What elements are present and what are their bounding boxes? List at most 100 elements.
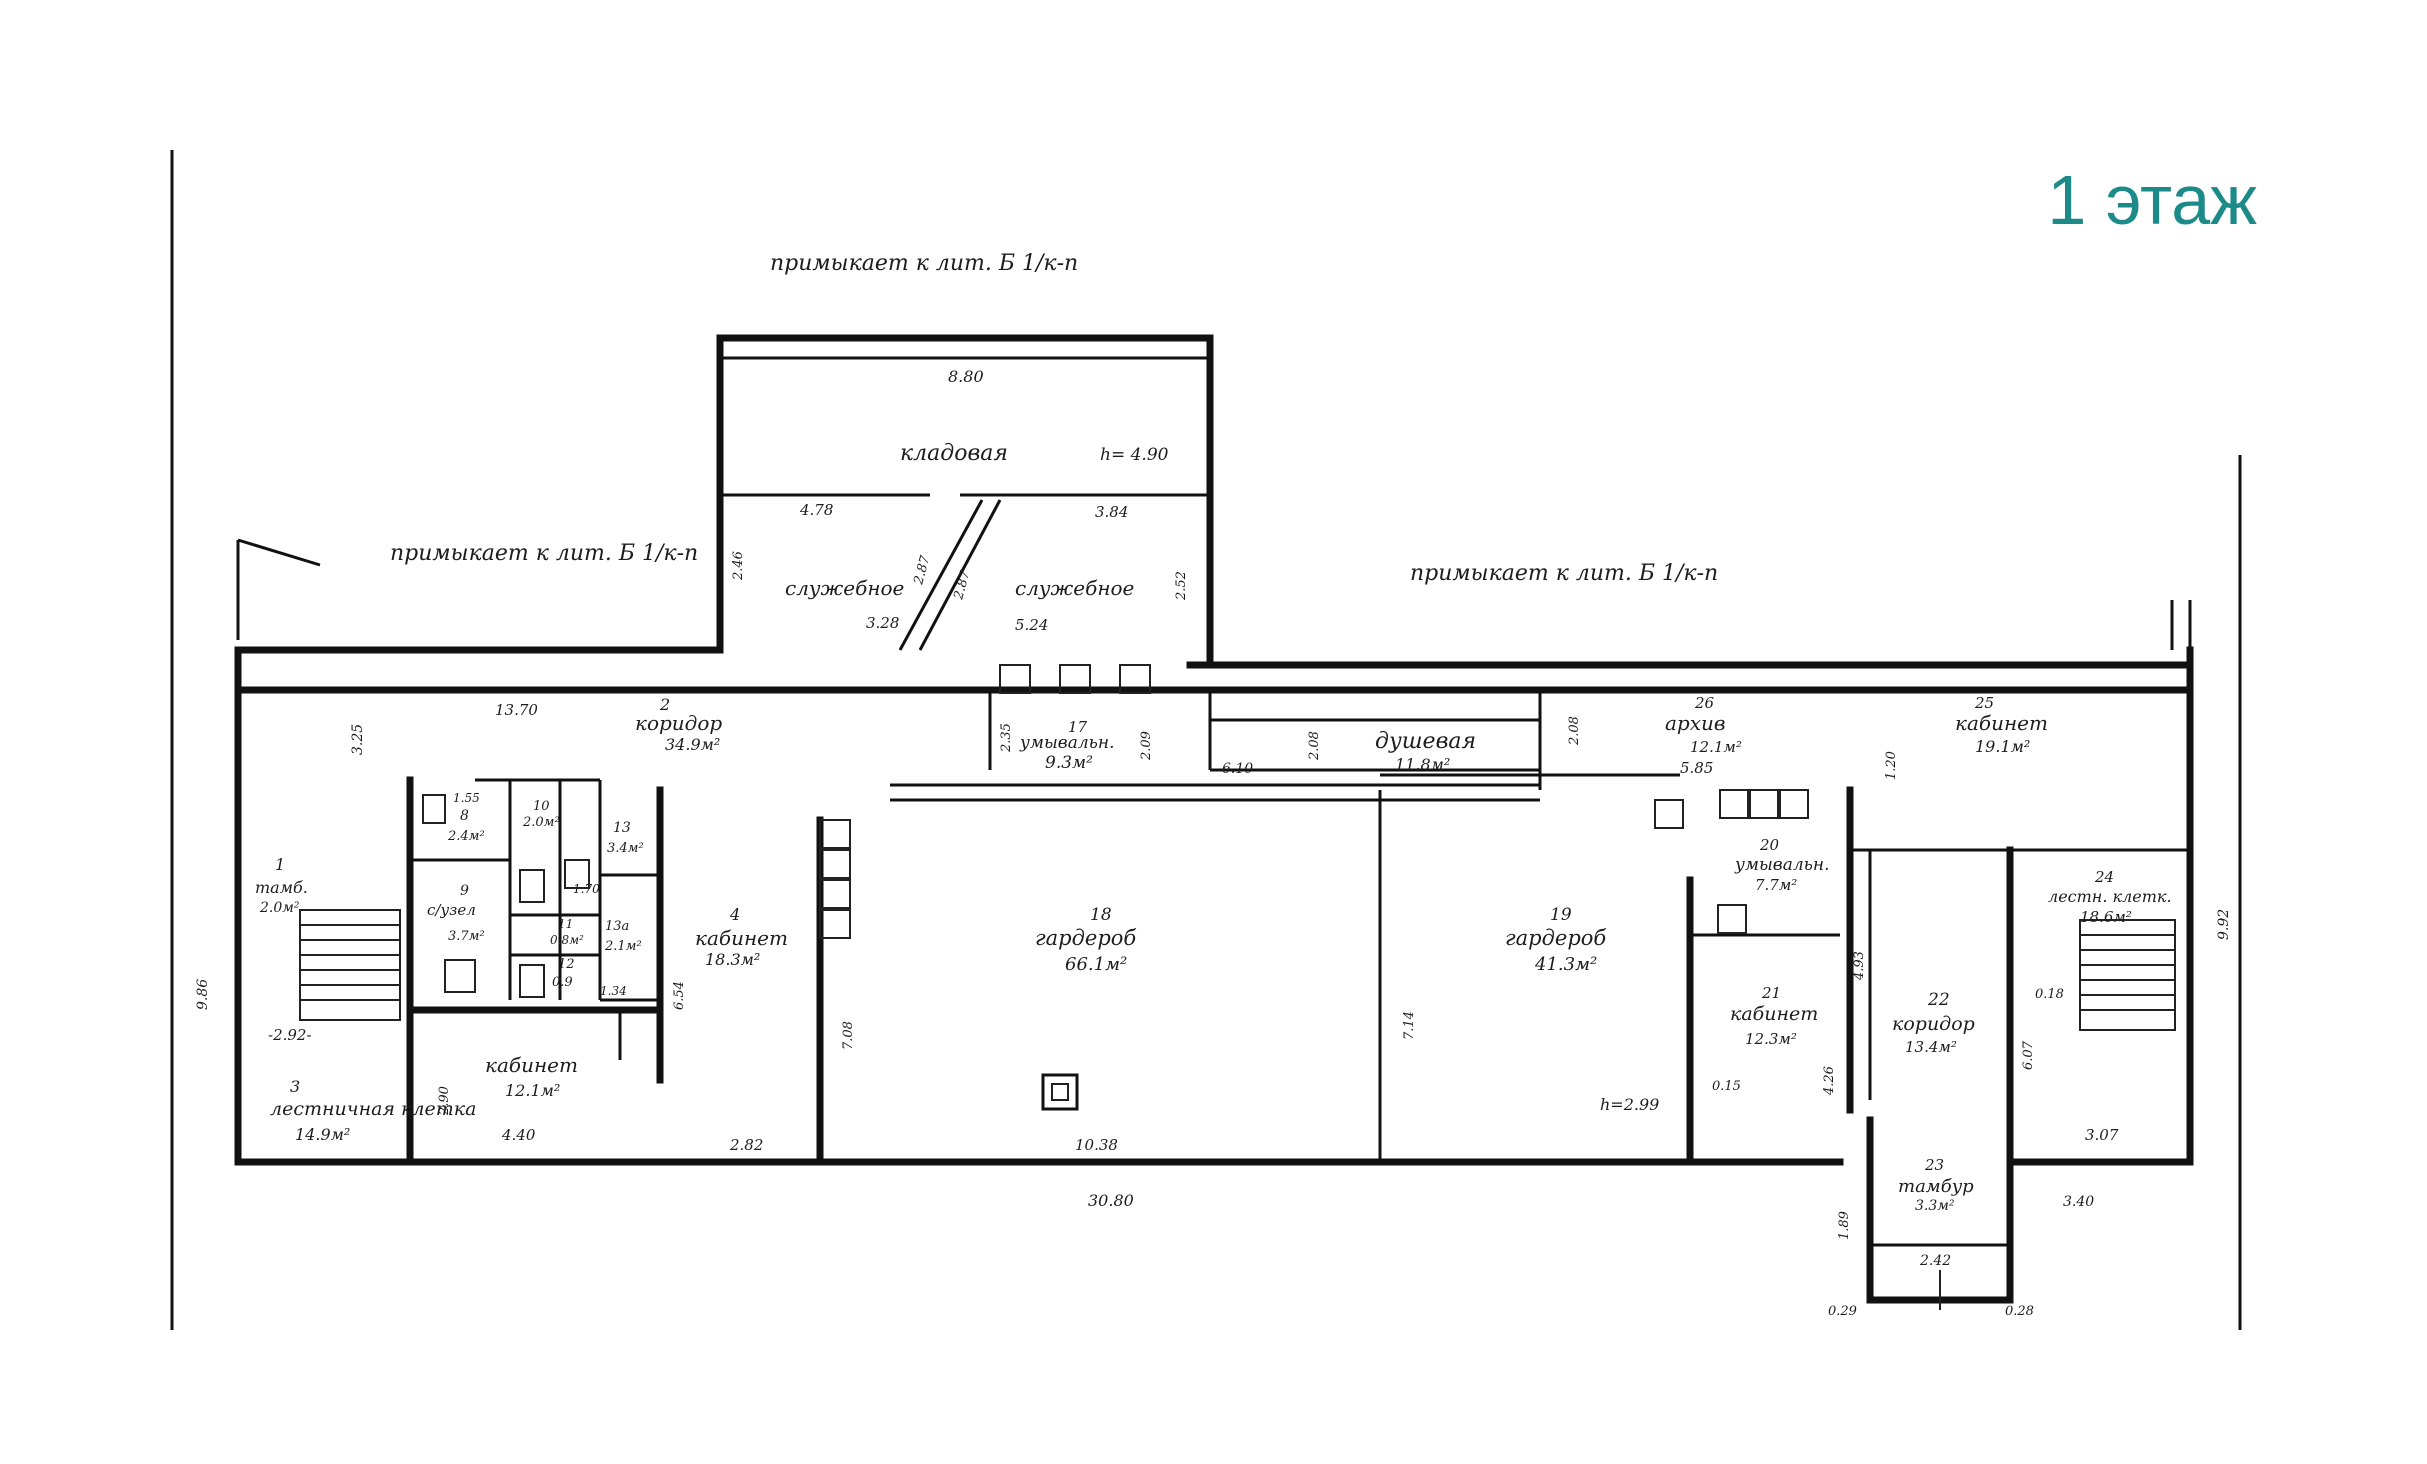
dim-label: 4.40	[501, 1126, 536, 1144]
room-21-name: кабинет	[1730, 1003, 1818, 1025]
room-9-area: 3.7м²	[448, 929, 485, 944]
room-5-name: кабинет	[485, 1053, 578, 1077]
room-11-num: 11	[558, 917, 573, 931]
dim-label: 7.08	[841, 1021, 856, 1050]
room-23-name: тамбур	[1898, 1176, 1974, 1197]
room-service-1-name: служебное	[785, 576, 904, 600]
room-24-name: лестн. клетк.	[2048, 887, 2172, 906]
room-storage-name: кладовая	[900, 441, 1008, 466]
room-25-name: кабинет	[1955, 711, 2048, 735]
room-13-area: 3.4м²	[607, 841, 644, 856]
dim-label: 9.92	[2216, 909, 2232, 940]
outer-walls	[234, 334, 2194, 1166]
room-2-name: коридор	[635, 711, 722, 735]
dim-label: 3.40	[2063, 1194, 2094, 1210]
room-19-name: гардероб	[1505, 926, 1606, 950]
dim-label: 30.80	[1088, 1191, 1134, 1210]
dim-label: h=2.99	[1600, 1095, 1659, 1114]
room-2-num: 2	[659, 695, 670, 714]
adjacency-labels: примыкает к лит. Б 1/к-п примыкает к лит…	[390, 251, 1718, 586]
room-11-area: 0.8м²	[550, 933, 584, 947]
dim-label: 13.70	[495, 701, 538, 719]
dim-label: 0.15	[1712, 1079, 1741, 1094]
room-2-area: 34.9м²	[665, 735, 720, 754]
dim-label: h= 4.90	[1100, 445, 1169, 465]
staircase-left	[299, 909, 401, 1021]
dim-label: 1.20	[1884, 751, 1899, 780]
dim-label: 5.24	[1015, 616, 1048, 634]
room-22-area: 13.4м²	[1905, 1038, 1957, 1056]
room-1-name: тамб.	[255, 878, 308, 897]
dim-label: -2.92-	[268, 1026, 312, 1044]
adjacency-label-top: примыкает к лит. Б 1/к-п	[770, 251, 1078, 276]
dim-label: 3.84	[1095, 503, 1128, 521]
dim-label: 0.28	[2005, 1304, 2034, 1319]
dim-label: 3.07	[2085, 1126, 2119, 1144]
dim-label: 2.46	[731, 551, 746, 581]
room-21-area: 12.3м²	[1745, 1030, 1797, 1048]
room-shower-area: 11.8м²	[1395, 755, 1450, 774]
room-8-num: 8	[460, 808, 469, 824]
room-1-area: 2.0м²	[259, 900, 300, 916]
staircase-right	[2079, 919, 2176, 1031]
room-9-num: 9	[460, 883, 469, 899]
room-labels: 1 тамб. 2.0м² 2 коридор 34.9м² 3 лестнич…	[255, 441, 2172, 1214]
dim-label: 2.87	[951, 568, 973, 602]
dim-label: 1.55	[453, 791, 480, 805]
floor-title: 1 этаж	[2047, 161, 2257, 239]
dim-label: 2.08	[1567, 716, 1582, 746]
room-20-area: 7.7м²	[1755, 876, 1797, 894]
room-25-area: 19.1м²	[1975, 737, 2030, 756]
room-20-num: 20	[1759, 836, 1780, 854]
adjacency-label-right: примыкает к лит. Б 1/к-п	[1410, 561, 1718, 586]
dim-label: 4.78	[799, 501, 833, 519]
room-20-name: умывальн.	[1734, 855, 1830, 875]
storage-block-walls	[720, 356, 1210, 651]
dim-label: 4.26	[1822, 1066, 1837, 1096]
room-12-num: 12	[558, 957, 575, 972]
dim-label: 3.25	[350, 724, 366, 755]
room-23-area: 3.3м²	[1915, 1198, 1955, 1214]
dim-label: 6.54	[672, 981, 687, 1010]
room-26-area: 12.1м²	[1690, 738, 1742, 756]
room-17-num: 17	[1068, 718, 1088, 736]
dim-label: 2.87	[911, 553, 933, 587]
dim-label: 2.42	[1919, 1253, 1951, 1269]
interior-walls	[234, 686, 2194, 1166]
dim-label: 1.70	[573, 882, 600, 896]
room-3-area: 14.9м²	[295, 1125, 350, 1144]
vestibule-bumpout	[1866, 1116, 2014, 1310]
room-5-area: 12.1м²	[505, 1081, 560, 1100]
adjacency-label-left: примыкает к лит. Б 1/к-п	[390, 541, 698, 566]
dimension-labels: 8.80 h= 4.90 4.78 3.84 3.28 5.24 13.70 2…	[195, 367, 2232, 1319]
room-24-num: 24	[2094, 868, 2114, 886]
room-4-area: 18.3м²	[705, 950, 760, 969]
room-17-area: 9.3м²	[1045, 753, 1093, 773]
room-13-num: 13	[613, 820, 631, 836]
room-3-name: лестничная клетка	[270, 1098, 476, 1120]
room-26-name: архив	[1665, 711, 1726, 735]
dim-label: 4.93	[1852, 951, 1867, 981]
room-18-num: 18	[1090, 905, 1112, 925]
room-8-area: 2.4м²	[447, 829, 485, 844]
dim-label: 2.90	[437, 1086, 452, 1116]
room-26-num: 26	[1694, 694, 1715, 712]
room-1-num: 1	[275, 855, 285, 874]
dim-label: 10.38	[1075, 1136, 1118, 1154]
dim-label: 1.89	[1837, 1211, 1852, 1240]
room-21-num: 21	[1761, 984, 1781, 1002]
room-17-name: умывальн.	[1019, 733, 1115, 753]
dim-label: 6.07	[2021, 1040, 2036, 1070]
room-19-num: 19	[1550, 905, 1572, 925]
room-9-name: с/узел	[427, 901, 476, 919]
dim-label: 8.80	[948, 367, 984, 386]
dim-label: 2.52	[1174, 571, 1189, 601]
room-service-2-name: служебное	[1015, 576, 1134, 600]
dim-label: 2.35	[999, 723, 1014, 753]
dim-label: 1.34	[600, 984, 627, 998]
fixtures	[422, 664, 1809, 1111]
dim-label: 2.08	[1307, 731, 1322, 761]
dim-label: 6.10	[1222, 761, 1253, 777]
room-13a-area: 2.1м²	[604, 939, 642, 954]
